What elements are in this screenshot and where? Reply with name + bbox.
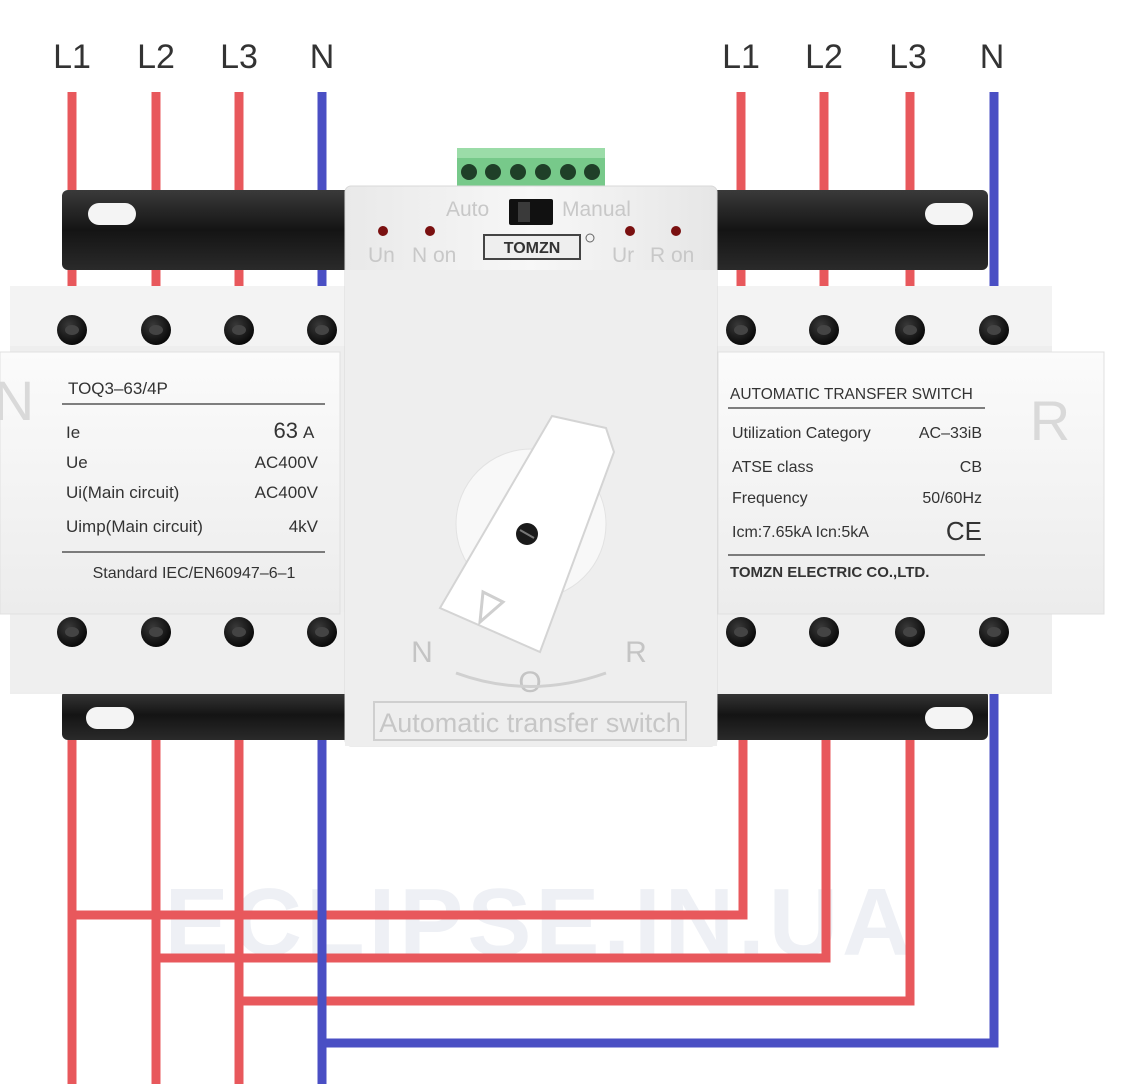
left-row-ui-value: AC400V [255, 483, 319, 502]
dial-r-label: R [625, 636, 647, 669]
left-model: TOQ3–63/4P [68, 379, 168, 398]
left-label-panel: N TOQ3–63/4P Ie 63 A Ue AC400V Ui(Main c… [0, 351, 341, 615]
brand-badge [483, 234, 581, 260]
terminal-screw-head-top-4 [315, 325, 329, 335]
top-label-left-l3: L3 [220, 38, 258, 76]
right-row-atse-label: ATSE class [732, 459, 814, 476]
play-arrow-icon [478, 589, 506, 626]
rail-slot-left-bottom [86, 707, 134, 729]
rail-slot-right-top [925, 203, 973, 225]
right-side-letter: R [1030, 389, 1070, 452]
led-non-label: N on [412, 244, 456, 267]
mode-auto-label: Auto [446, 198, 489, 221]
terminals [57, 315, 1009, 647]
dial-arc-arrow [455, 671, 607, 688]
top-label-right-l1: L1 [722, 38, 760, 76]
rail-slot-left-top [88, 203, 136, 225]
green-connector-block [457, 148, 605, 188]
left-row-uimp-value: 4kV [289, 517, 319, 536]
connector-screws [461, 164, 600, 180]
bottom-label-frame [373, 701, 687, 741]
left-row-uimp-label: Uimp(Main circuit) [66, 517, 203, 536]
left-row-ue-label: Ue [66, 453, 88, 472]
right-row-freq-value: 50/60Hz [922, 490, 982, 507]
terminal-screw-head-top-3 [232, 325, 246, 335]
right-row-icm-label: Icm:7.65kA Icn:5kA [732, 524, 869, 541]
top-label-left-l2: L2 [137, 38, 175, 76]
left-side-letter: N [0, 369, 34, 432]
right-row-util-label: Utilization Category [732, 425, 871, 442]
terminal-screw-head-bottom-7 [903, 627, 917, 637]
left-standard: Standard IEC/EN60947–6–1 [93, 565, 296, 582]
terminal-screw-head-top-8 [987, 325, 1001, 335]
terminal-screw-head-top-2 [149, 325, 163, 335]
top-labels-right: L1 L2 L3 N [722, 38, 1004, 76]
top-labels-left: L1 L2 L3 N [53, 38, 334, 76]
terminal-screw-head-bottom-8 [987, 627, 1001, 637]
left-row-ie-value: 63 [274, 418, 298, 443]
terminal-screw-head-bottom-4 [315, 627, 329, 637]
top-label-right-l2: L2 [805, 38, 843, 76]
top-label-right-n: N [980, 38, 1005, 76]
led-ron-label: R on [650, 244, 694, 267]
mode-manual-label: Manual [562, 198, 631, 221]
led-un-indicator [378, 226, 388, 236]
terminal-screw-head-bottom-3 [232, 627, 246, 637]
right-maker: TOMZN ELECTRIC CO.,LTD. [730, 564, 929, 581]
dial-o-label: O [518, 666, 541, 699]
right-row-atse-value: CB [960, 459, 982, 476]
right-label-panel: R AUTOMATIC TRANSFER SWITCH Utilization … [717, 351, 1105, 615]
registered-mark [585, 233, 595, 243]
led-ron-indicator [671, 226, 681, 236]
terminal-screw-head-top-5 [734, 325, 748, 335]
terminal-screw-head-bottom-6 [817, 627, 831, 637]
bottom-label-text: Automatic transfer switch [379, 708, 681, 738]
terminal-screw-head-bottom-1 [65, 627, 79, 637]
auto-manual-toggle[interactable] [509, 199, 553, 225]
led-un-label: Un [368, 244, 395, 267]
terminal-screw-head-top-6 [817, 325, 831, 335]
top-label-left-l1: L1 [53, 38, 91, 76]
center-switch-unit: Auto Manual Un N on Ur R on TOMZN N O R … [344, 185, 718, 747]
led-ur-indicator [625, 226, 635, 236]
terminal-screw-head-bottom-2 [149, 627, 163, 637]
right-row-freq-label: Frequency [732, 490, 808, 507]
right-row-util-value: AC–33iB [919, 425, 982, 442]
terminal-screw-head-top-7 [903, 325, 917, 335]
dial-n-label: N [411, 636, 433, 669]
top-label-left-n: N [310, 38, 335, 76]
left-row-ie-unit: A [303, 423, 315, 442]
terminal-screw-head-bottom-5 [734, 627, 748, 637]
left-row-ue-value: AC400V [255, 453, 319, 472]
right-title: AUTOMATIC TRANSFER SWITCH [730, 386, 973, 403]
rail-slot-right-bottom [925, 707, 973, 729]
left-row-ui-label: Ui(Main circuit) [66, 483, 179, 502]
brand-badge-text: TOMZN [504, 240, 561, 257]
led-ur-label: Ur [612, 244, 634, 267]
left-row-ie-label: Ie [66, 423, 80, 442]
terminal-screw-head-top-1 [65, 325, 79, 335]
top-label-right-l3: L3 [889, 38, 927, 76]
ce-mark: CE [946, 516, 982, 546]
led-non-indicator [425, 226, 435, 236]
